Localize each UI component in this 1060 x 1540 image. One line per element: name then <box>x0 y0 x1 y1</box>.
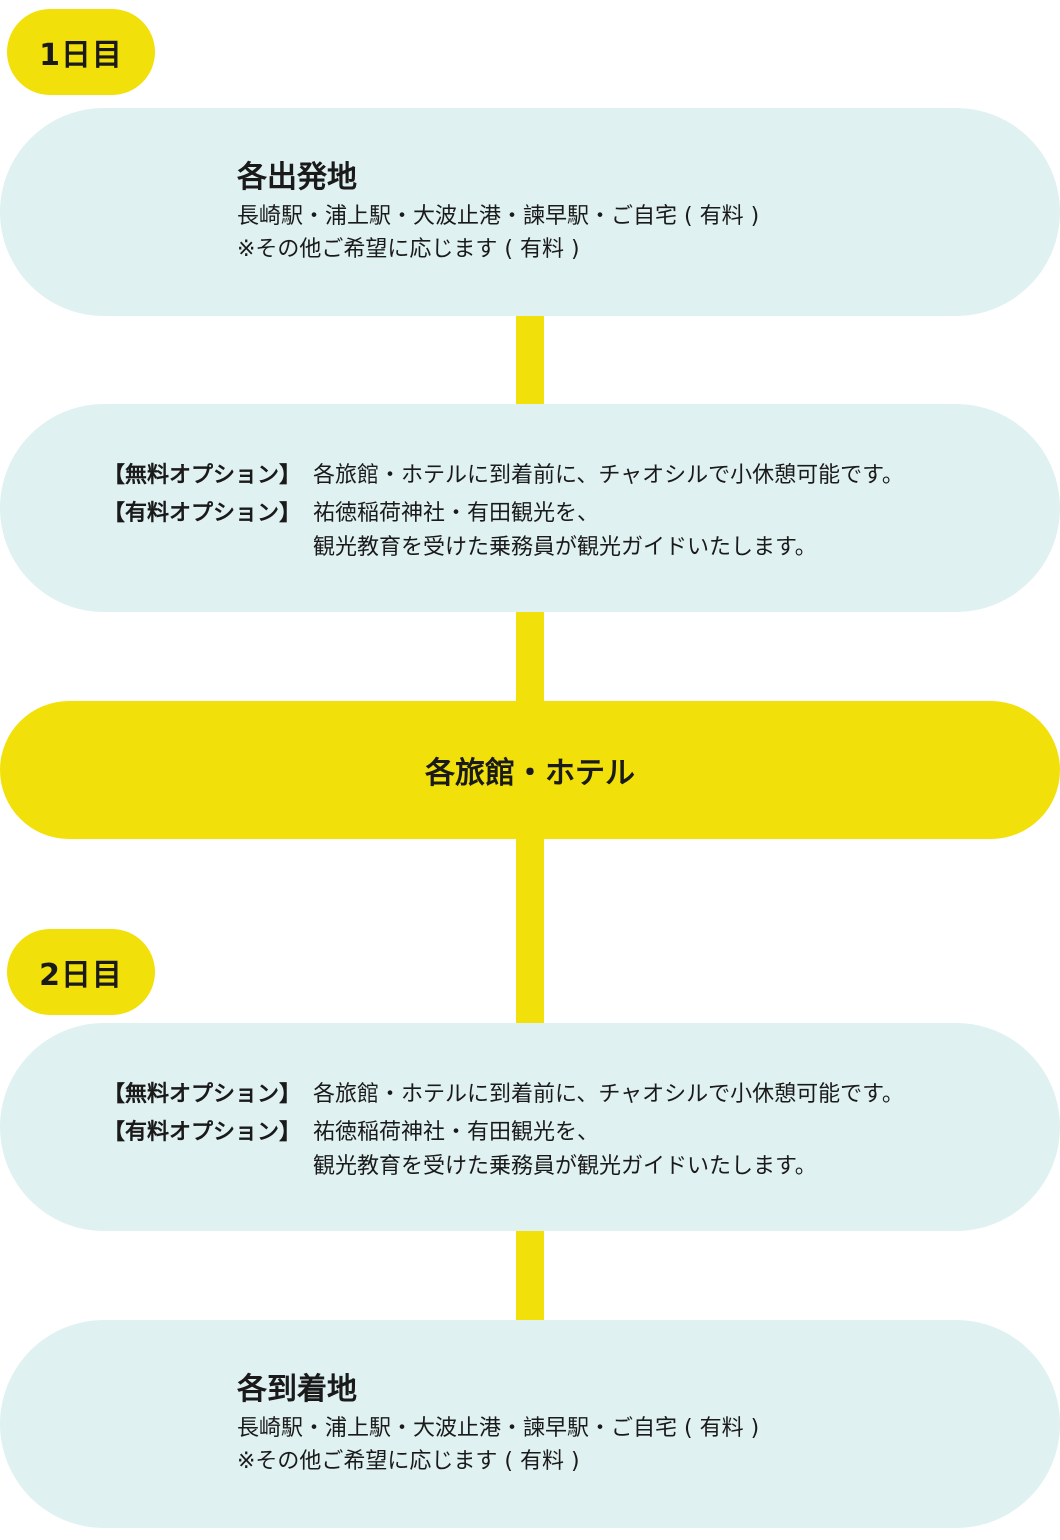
connector-line <box>516 612 544 704</box>
free-option-label: 【無料オプション】 <box>103 463 302 488</box>
hotel-title: 各旅館・ホテル <box>425 756 635 791</box>
paid-option-body: 祐徳稲荷神社・有田観光を、 観光教育を受けた乗務員が観光ガイドいたします。 <box>313 497 817 565</box>
paid-option-row: 【有料オプション】 祐徳稲荷神社・有田観光を、 観光教育を受けた乗務員が観光ガイ… <box>103 497 904 565</box>
free-option-row: 【無料オプション】 各旅館・ホテルに到着前に、チャオシルで小休憩可能です。 <box>103 459 904 493</box>
paid-option-text-2: 観光教育を受けた乗務員が観光ガイドいたします。 <box>313 1154 817 1179</box>
free-option-label: 【無料オプション】 <box>103 1082 302 1107</box>
paid-option-body: 祐徳稲荷神社・有田観光を、 観光教育を受けた乗務員が観光ガイドいたします。 <box>313 1116 817 1184</box>
paid-option-label: 【有料オプション】 <box>103 1120 302 1145</box>
arrival-info: 各到着地 長崎駅・浦上駅・大波止港・諫早駅・ご自宅 ( 有料 ) ※その他ご希望… <box>237 1372 759 1478</box>
connector-line <box>516 316 544 406</box>
departure-step: 各出発地 長崎駅・浦上駅・大波止港・諫早駅・ご自宅 ( 有料 ) ※その他ご希望… <box>0 108 1060 316</box>
free-option-text: 各旅館・ホテルに到着前に、チャオシルで小休憩可能です。 <box>313 463 904 488</box>
day2-badge: 2日目 <box>7 929 155 1015</box>
free-option-text: 各旅館・ホテルに到着前に、チャオシルで小休憩可能です。 <box>313 1082 904 1107</box>
hotel-step: 各旅館・ホテル <box>0 701 1060 839</box>
departure-title: 各出発地 <box>237 160 357 195</box>
day1-options-step: 【無料オプション】 各旅館・ホテルに到着前に、チャオシルで小休憩可能です。 【有… <box>0 404 1060 612</box>
day1-options: 【無料オプション】 各旅館・ホテルに到着前に、チャオシルで小休憩可能です。 【有… <box>103 459 904 569</box>
departure-note: ※その他ご希望に応じます ( 有料 ) <box>237 237 580 262</box>
paid-option-text-1: 祐徳稲荷神社・有田観光を、 <box>313 501 600 526</box>
arrival-note: ※その他ご希望に応じます ( 有料 ) <box>237 1449 580 1474</box>
departure-info: 各出発地 長崎駅・浦上駅・大波止港・諫早駅・ご自宅 ( 有料 ) ※その他ご希望… <box>237 160 759 266</box>
day1-badge: 1日目 <box>7 9 155 95</box>
day2-options-step: 【無料オプション】 各旅館・ホテルに到着前に、チャオシルで小休憩可能です。 【有… <box>0 1023 1060 1231</box>
free-option-row: 【無料オプション】 各旅館・ホテルに到着前に、チャオシルで小休憩可能です。 <box>103 1078 904 1112</box>
departure-locations: 長崎駅・浦上駅・大波止港・諫早駅・ご自宅 ( 有料 ) <box>237 204 760 229</box>
arrival-locations: 長崎駅・浦上駅・大波止港・諫早駅・ご自宅 ( 有料 ) <box>237 1416 760 1441</box>
day2-options: 【無料オプション】 各旅館・ホテルに到着前に、チャオシルで小休憩可能です。 【有… <box>103 1078 904 1188</box>
paid-option-text-1: 祐徳稲荷神社・有田観光を、 <box>313 1120 600 1145</box>
day1-badge-label: 1日目 <box>39 38 123 73</box>
day2-badge-label: 2日目 <box>39 958 123 993</box>
paid-option-row: 【有料オプション】 祐徳稲荷神社・有田観光を、 観光教育を受けた乗務員が観光ガイ… <box>103 1116 904 1184</box>
connector-line <box>516 838 544 1026</box>
connector-line <box>516 1230 544 1322</box>
paid-option-text-2: 観光教育を受けた乗務員が観光ガイドいたします。 <box>313 535 817 560</box>
arrival-step: 各到着地 長崎駅・浦上駅・大波止港・諫早駅・ご自宅 ( 有料 ) ※その他ご希望… <box>0 1320 1060 1528</box>
paid-option-label: 【有料オプション】 <box>103 501 302 526</box>
arrival-title: 各到着地 <box>237 1372 357 1407</box>
